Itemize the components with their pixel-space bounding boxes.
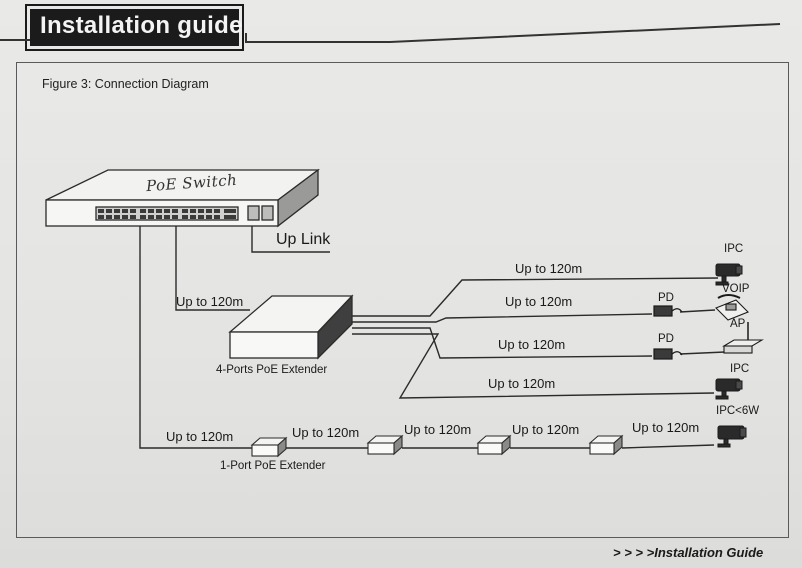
- ip-camera-low-icon: [717, 425, 747, 448]
- distance-label-pd1: Up to 120m: [505, 294, 573, 309]
- extender-4port: [228, 294, 354, 360]
- cable-switch-to-4port: [175, 226, 250, 311]
- distance-label-ipc-mid: Up to 120m: [488, 376, 556, 391]
- cable-1port-d-to-ipc: [621, 444, 715, 449]
- access-point-icon: [722, 322, 764, 354]
- cable-to-pd1: [352, 313, 653, 323]
- figure-frame: [16, 62, 789, 538]
- extender-1port-a: [250, 436, 288, 458]
- distance-label-1port-d: Up to 120m: [512, 422, 580, 437]
- device-label-ipc-low: IPC<6W: [716, 405, 760, 417]
- extender-1port-d: [588, 434, 624, 456]
- distance-label-1port-b: Up to 120m: [292, 425, 360, 440]
- distance-label-pd2: Up to 120m: [498, 337, 566, 352]
- distance-label-1port-a: Up to 120m: [166, 429, 234, 444]
- pd1-to-voip: [679, 309, 716, 313]
- extender-1port-b: [366, 434, 404, 456]
- uplink-cable: [251, 226, 330, 253]
- extender-4port-label: 4-Ports PoE Extender: [216, 364, 328, 376]
- header-rule: [0, 23, 781, 43]
- device-label-pd-1: PD: [658, 292, 674, 304]
- cable-to-pd2: [352, 327, 653, 359]
- figure-caption: Figure 3: Connection Diagram: [42, 77, 209, 91]
- uplink-label: Up Link: [276, 231, 331, 248]
- pd-splitter-1-icon: [653, 305, 683, 317]
- ip-camera-mid-icon: [715, 378, 743, 400]
- device-label-voip: VOIP: [722, 283, 750, 295]
- device-label-ipc-top: IPC: [724, 243, 744, 255]
- page-title: Installation guide: [40, 12, 243, 39]
- device-label-pd-2: PD: [658, 333, 674, 345]
- voip-phone-icon: [715, 294, 749, 321]
- cable-to-ipc-mid: [352, 333, 715, 399]
- header-banner: [25, 4, 244, 51]
- cable-switch-to-1port: [139, 226, 252, 449]
- distance-label-switch-4port: Up to 120m: [176, 294, 244, 309]
- extender-1port-c: [476, 434, 512, 456]
- distance-label-1port-c: Up to 120m: [404, 422, 472, 437]
- cables: [139, 226, 726, 449]
- device-label-ap: AP: [730, 318, 746, 330]
- footer-guide-link: > > > >Installation Guide: [613, 545, 764, 560]
- pd-splitter-2-icon: [653, 348, 683, 360]
- cable-to-ipc-top: [352, 277, 719, 317]
- extender-1port-label: 1-Port PoE Extender: [220, 460, 326, 472]
- distance-label-ipc-top: Up to 120m: [515, 261, 583, 276]
- switch-ports: [98, 209, 236, 219]
- pd2-to-ap: [679, 351, 726, 355]
- distance-label-1port-ipc: Up to 120m: [632, 420, 700, 435]
- device-label-ipc-mid: IPC: [730, 363, 750, 375]
- ip-camera-top-icon: [715, 263, 743, 286]
